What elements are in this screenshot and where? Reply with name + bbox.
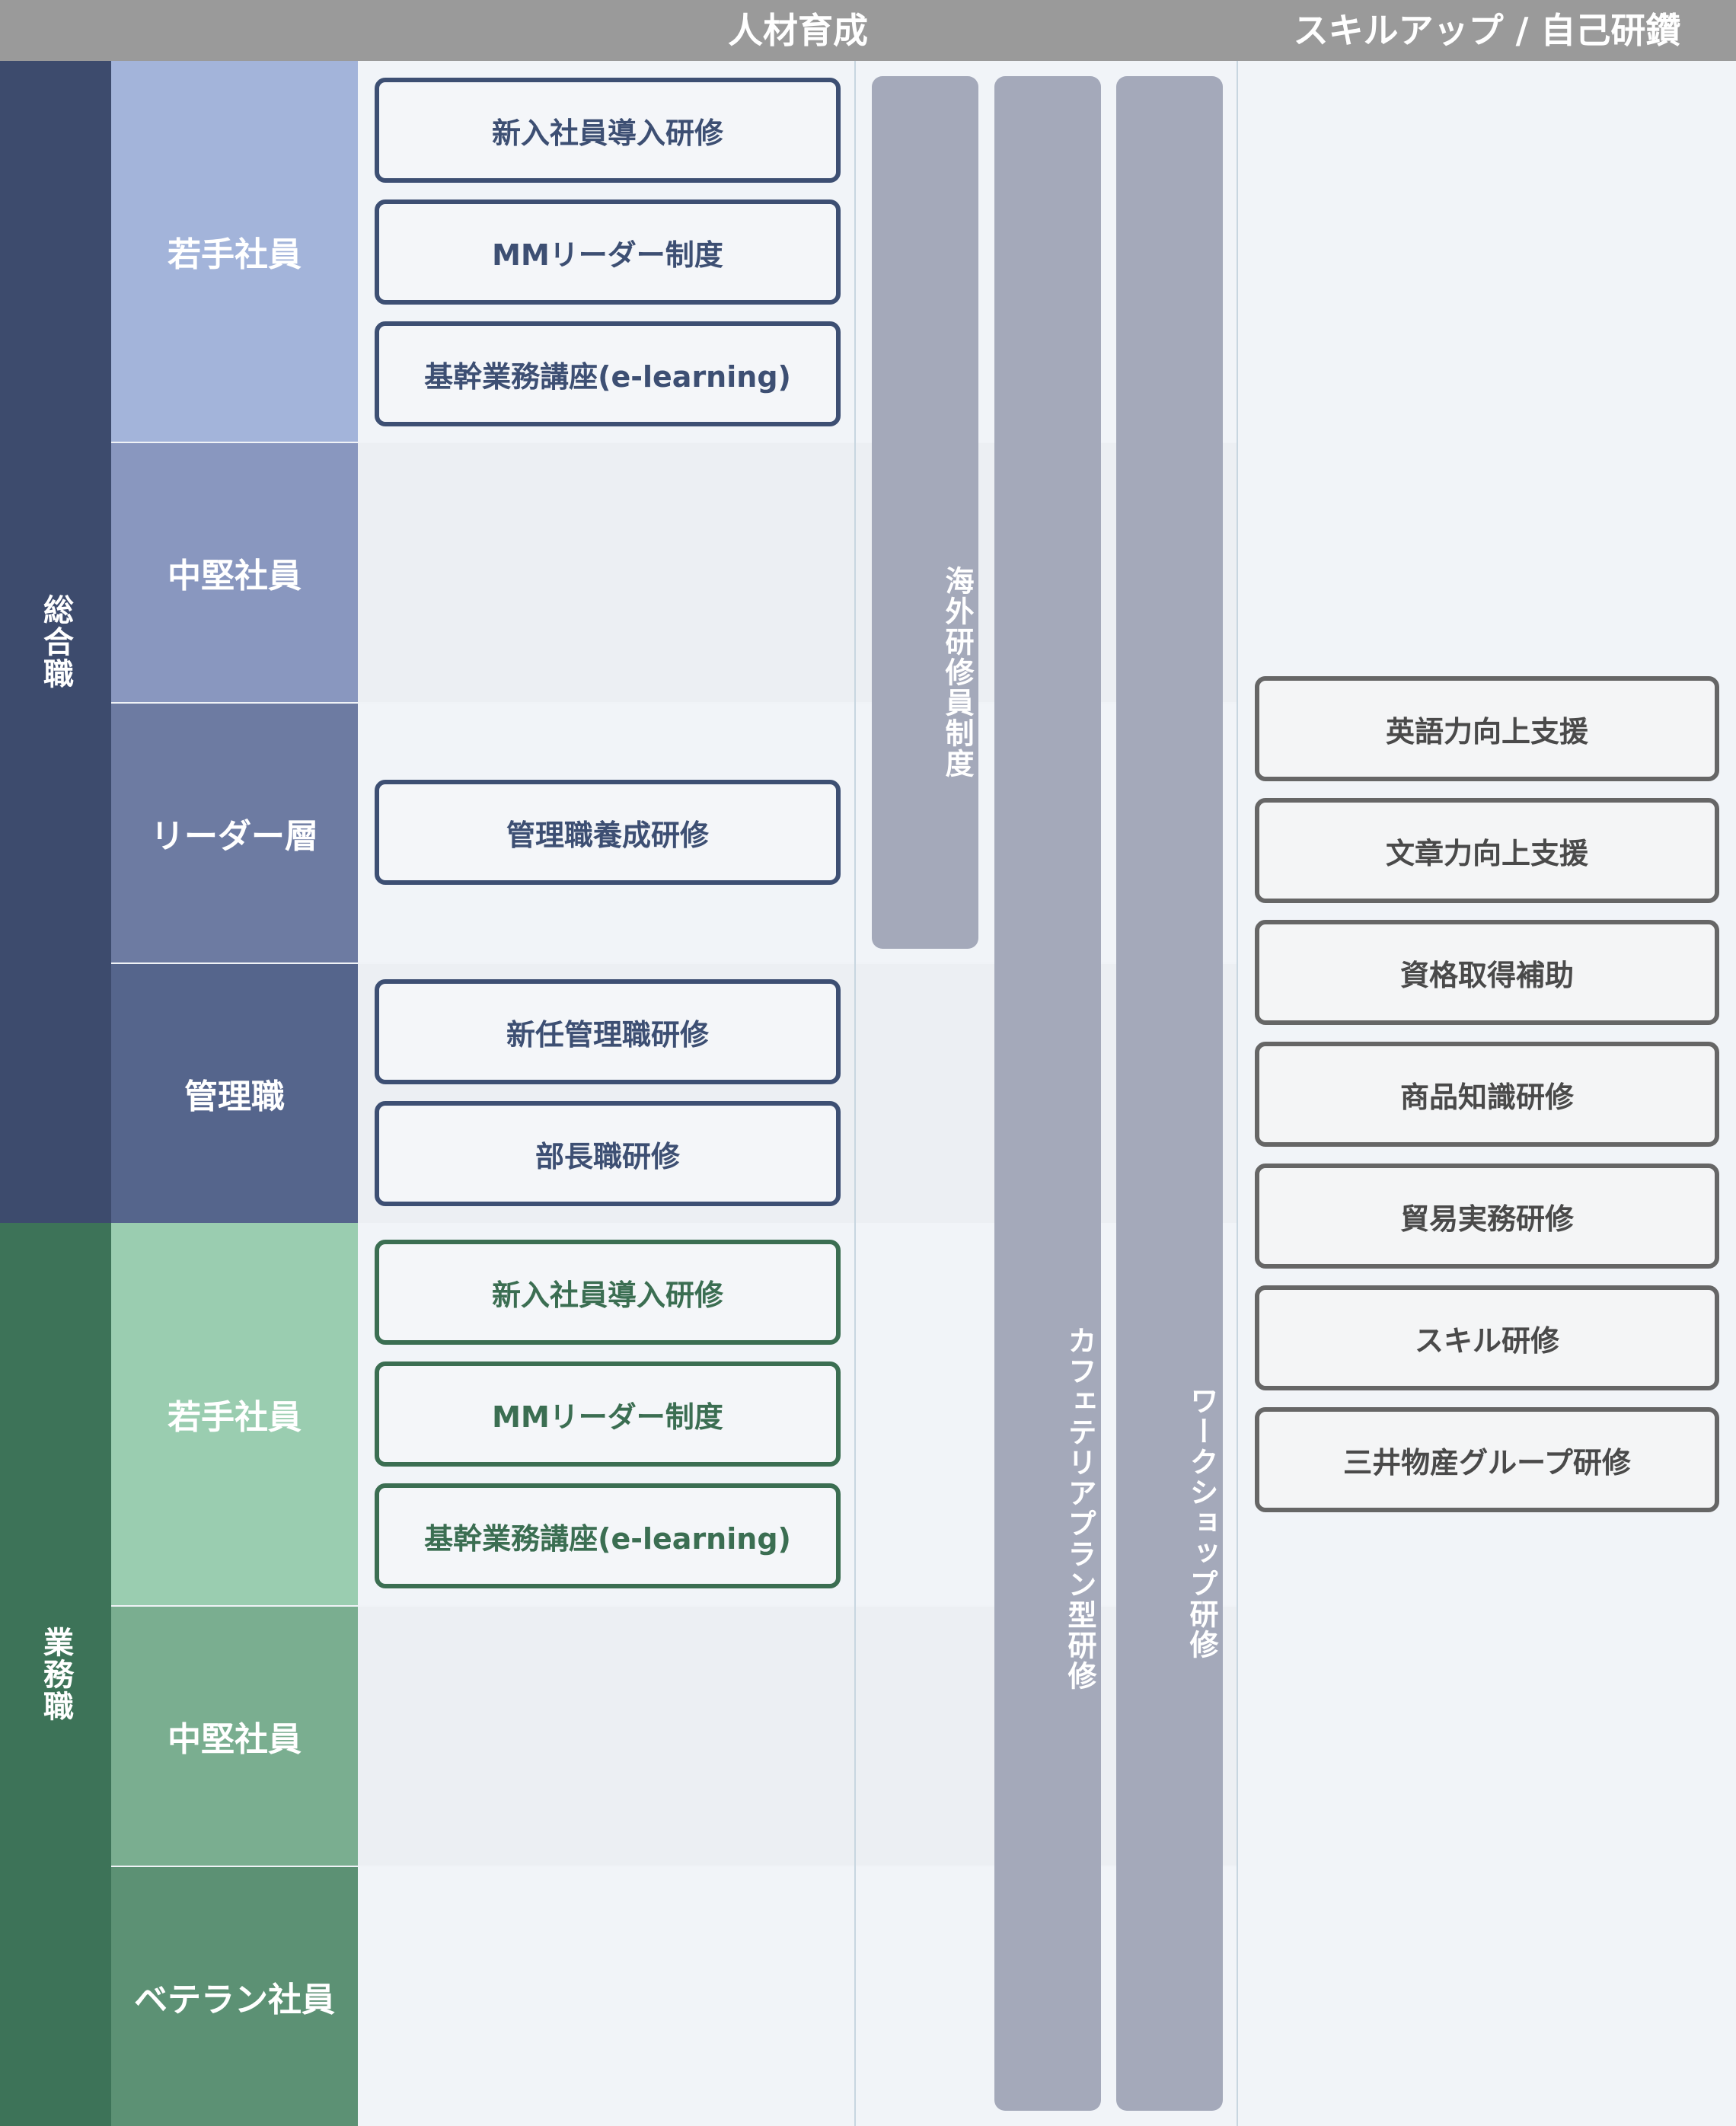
program-cafeteria-plan: カフェテリアプラン型研修 xyxy=(994,76,1101,2111)
program-general-new-hire: 新入社員導入研修 xyxy=(375,78,841,183)
program-business-new-hire: 新入社員導入研修 xyxy=(375,1240,841,1345)
program-new-manager: 新任管理職研修 xyxy=(375,979,841,1084)
row-band xyxy=(358,1607,1238,1866)
skill-writing: 文章力向上支援 xyxy=(1255,798,1719,903)
level-business-mid: 中堅社員 xyxy=(111,1607,358,1866)
skill-product-knowledge: 商品知識研修 xyxy=(1255,1042,1719,1147)
program-business-mm-leader: MMリーダー制度 xyxy=(375,1361,841,1467)
skill-certification: 資格取得補助 xyxy=(1255,920,1719,1025)
level-general-leader: リーダー層 xyxy=(111,704,358,962)
level-general-mid: 中堅社員 xyxy=(111,443,358,702)
column-divider xyxy=(854,61,856,2126)
level-business-veteran: ベテラン社員 xyxy=(111,1867,358,2126)
program-general-mm-leader: MMリーダー制度 xyxy=(375,200,841,305)
row-band xyxy=(358,443,1238,702)
program-workshop: ワークショップ研修 xyxy=(1116,76,1223,2111)
development-header: 人材育成 xyxy=(728,10,868,51)
program-manager-training: 管理職養成研修 xyxy=(375,780,841,885)
skill-training: スキル研修 xyxy=(1255,1285,1719,1390)
program-general-elearning: 基幹業務講座(e-learning) xyxy=(375,321,841,426)
level-general-young: 若手社員 xyxy=(111,61,358,442)
level-general-manager: 管理職 xyxy=(111,964,358,1223)
skill-trade-practice: 貿易実務研修 xyxy=(1255,1164,1719,1269)
skillup-header: スキルアップ / 自己研鑽 xyxy=(1293,10,1681,51)
program-overseas-trainee: 海外研修員制度 xyxy=(872,76,978,949)
program-department-head: 部長職研修 xyxy=(375,1101,841,1206)
skill-english: 英語力向上支援 xyxy=(1255,676,1719,781)
level-business-young: 若手社員 xyxy=(111,1223,358,1605)
category-general: 総合職 xyxy=(0,61,111,1223)
row-band xyxy=(358,1867,1238,2126)
header-bar xyxy=(0,0,1736,61)
program-business-elearning: 基幹業務講座(e-learning) xyxy=(375,1483,841,1588)
skill-group-training: 三井物産グループ研修 xyxy=(1255,1407,1719,1512)
column-divider xyxy=(1237,61,1238,2126)
category-business: 業務職 xyxy=(0,1223,111,2126)
